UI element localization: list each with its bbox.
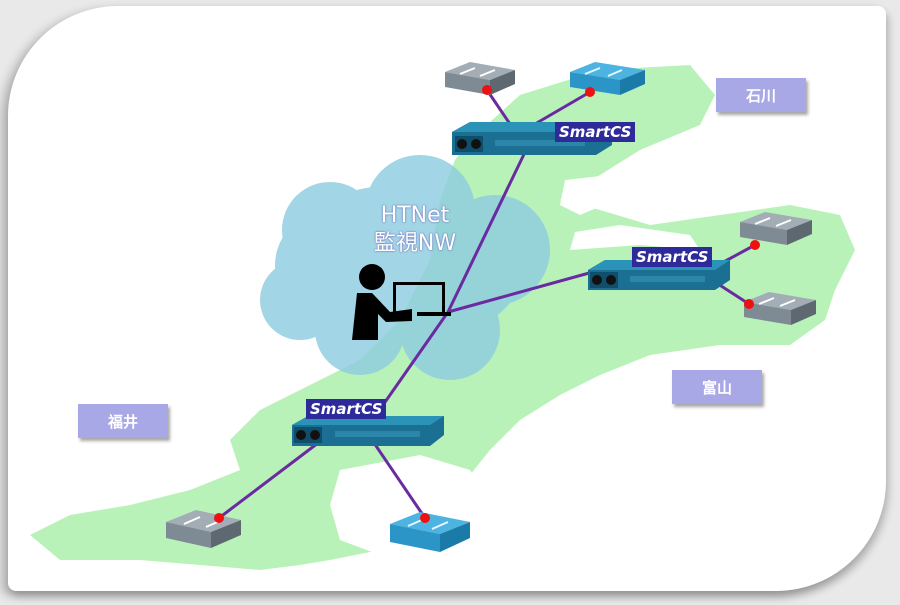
smartcs-device-south[interactable] (292, 416, 444, 446)
smartcs-label-east: SmartCS (632, 247, 713, 267)
person-at-laptop-icon (352, 264, 451, 340)
gray-switch-icon[interactable] (740, 212, 812, 245)
cloud-label: HTNet 監視NW (350, 202, 480, 258)
link-hub-south (381, 311, 450, 406)
link-north-gray (485, 89, 512, 125)
gray-switch-icon[interactable] (445, 62, 515, 95)
port-dot (420, 513, 430, 523)
port-dot (585, 87, 595, 97)
link-hub-east (447, 268, 601, 314)
link-south-blue (370, 439, 427, 519)
smartcs-label-north: SmartCS (555, 122, 636, 142)
link-hub-north (446, 147, 529, 313)
port-dots (214, 85, 760, 523)
link-south-gray (218, 438, 323, 520)
gray-switch-icon[interactable] (166, 510, 241, 548)
port-dot (744, 299, 754, 309)
prefecture-label-fukui: 福井 (78, 404, 168, 438)
cloud-label-line1: HTNet (380, 203, 450, 228)
link-north-blue (534, 90, 591, 126)
prefecture-label-toyama: 富山 (672, 370, 762, 404)
blue-switch-icon[interactable] (390, 512, 470, 552)
network-links (218, 89, 756, 520)
blue-switch-icon[interactable] (570, 62, 645, 95)
cloud-label-line2: 監視NW (373, 231, 457, 256)
prefecture-label-ishikawa: 石川 (716, 78, 806, 112)
port-dot (750, 240, 760, 250)
port-dot (214, 513, 224, 523)
gray-switch-icon[interactable] (744, 292, 816, 325)
port-dot (482, 85, 492, 95)
smartcs-label-south: SmartCS (306, 399, 387, 419)
